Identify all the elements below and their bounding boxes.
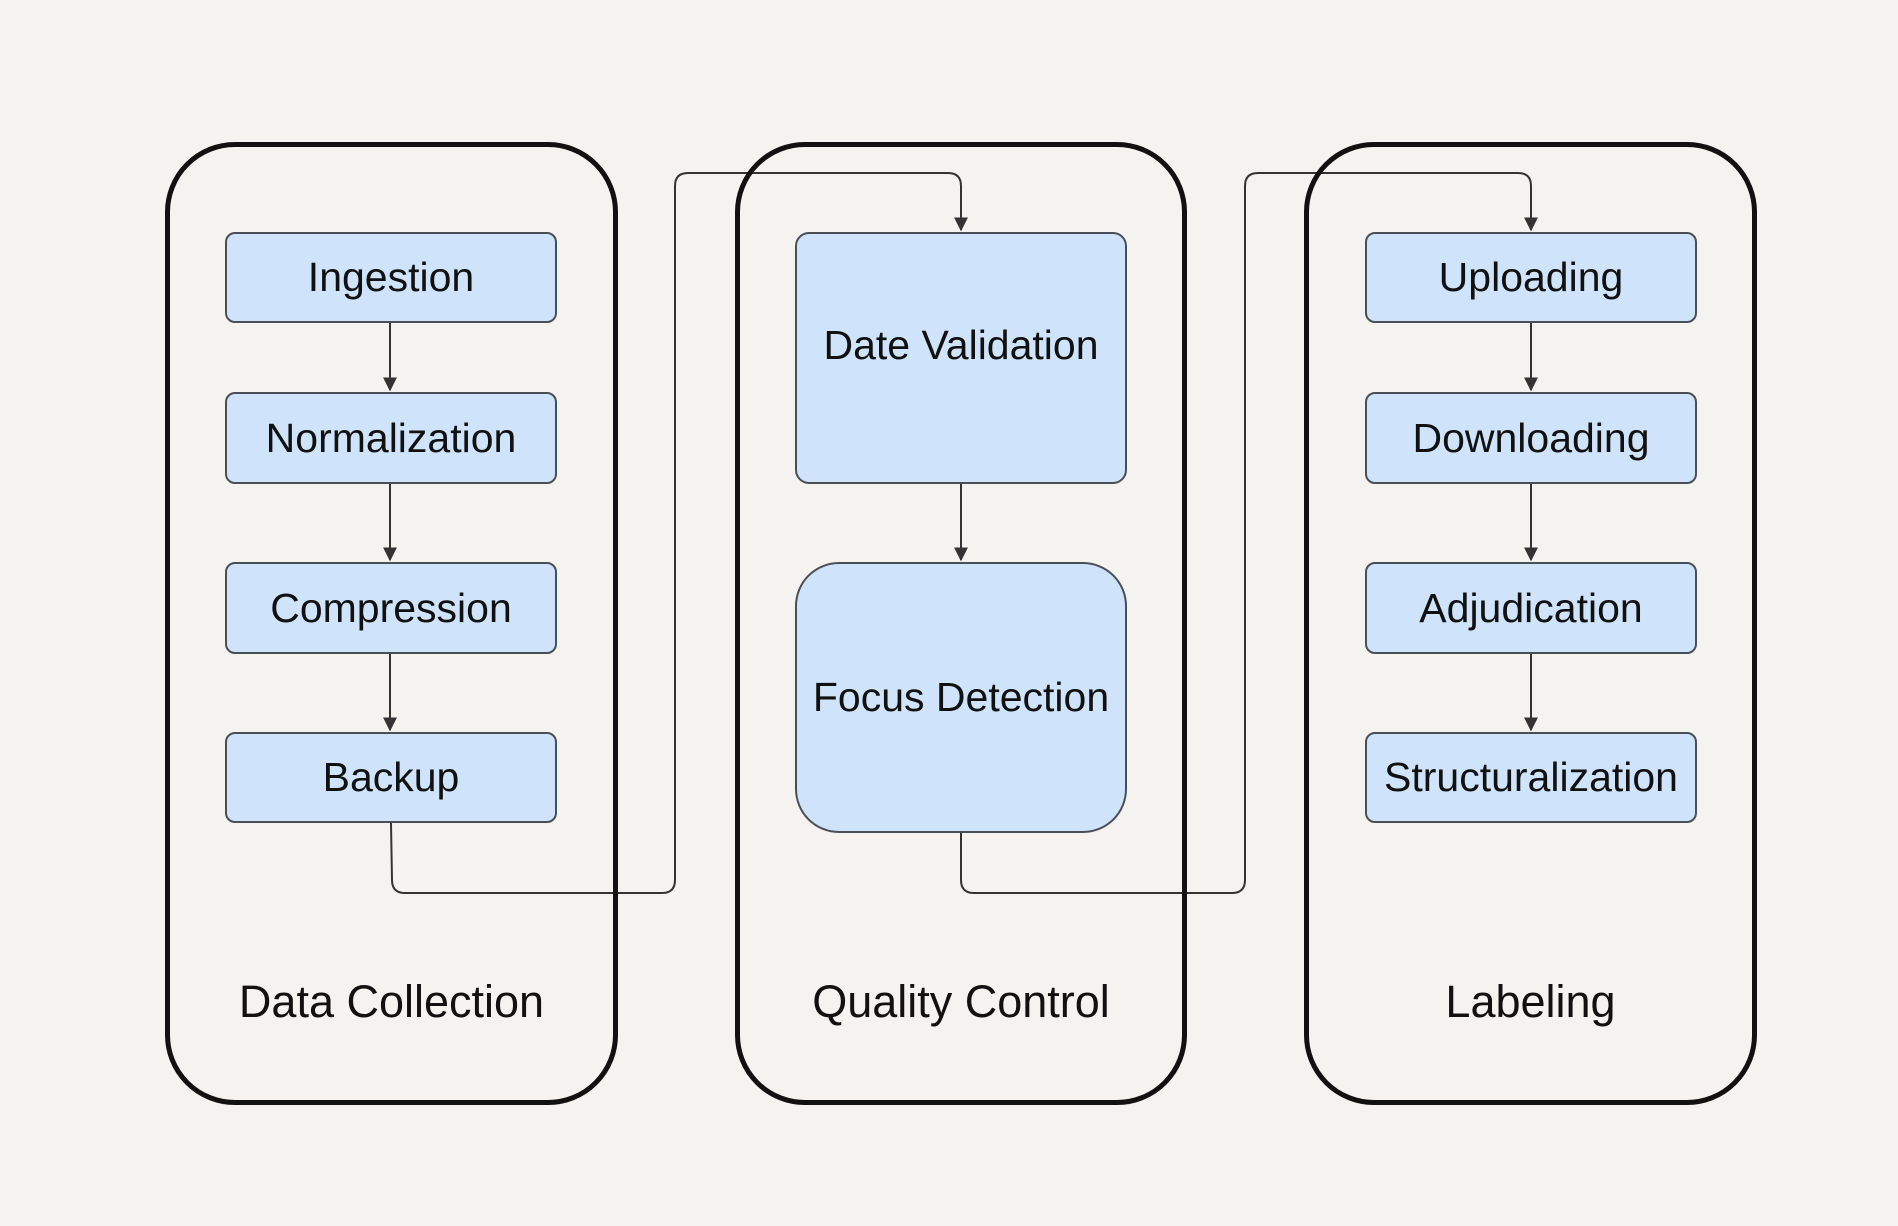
node-downloading[interactable]: Downloading [1365, 392, 1697, 484]
node-uploading[interactable]: Uploading [1365, 232, 1697, 323]
node-normalization[interactable]: Normalization [225, 392, 557, 484]
node-backup[interactable]: Backup [225, 732, 557, 823]
group-label-quality-control: Quality Control [812, 976, 1110, 1027]
edge-focus-detection-uploading [960, 172, 1538, 894]
node-date-validation[interactable]: Date Validation [795, 232, 1127, 484]
node-adjudication[interactable]: Adjudication [1365, 562, 1697, 654]
node-focus-detection[interactable]: Focus Detection [795, 562, 1127, 833]
node-structuralization[interactable]: Structuralization [1365, 732, 1697, 823]
group-label-labeling: Labeling [1445, 976, 1616, 1027]
group-labeling: Labeling [1304, 142, 1757, 1105]
edge-backup-date-validation [390, 172, 968, 894]
group-data-collection: Data Collection [165, 142, 618, 1105]
group-label-data-collection: Data Collection [238, 976, 545, 1027]
group-quality-control: Quality Control [735, 142, 1187, 1105]
node-ingestion[interactable]: Ingestion [225, 232, 557, 323]
node-compression[interactable]: Compression [225, 562, 557, 654]
